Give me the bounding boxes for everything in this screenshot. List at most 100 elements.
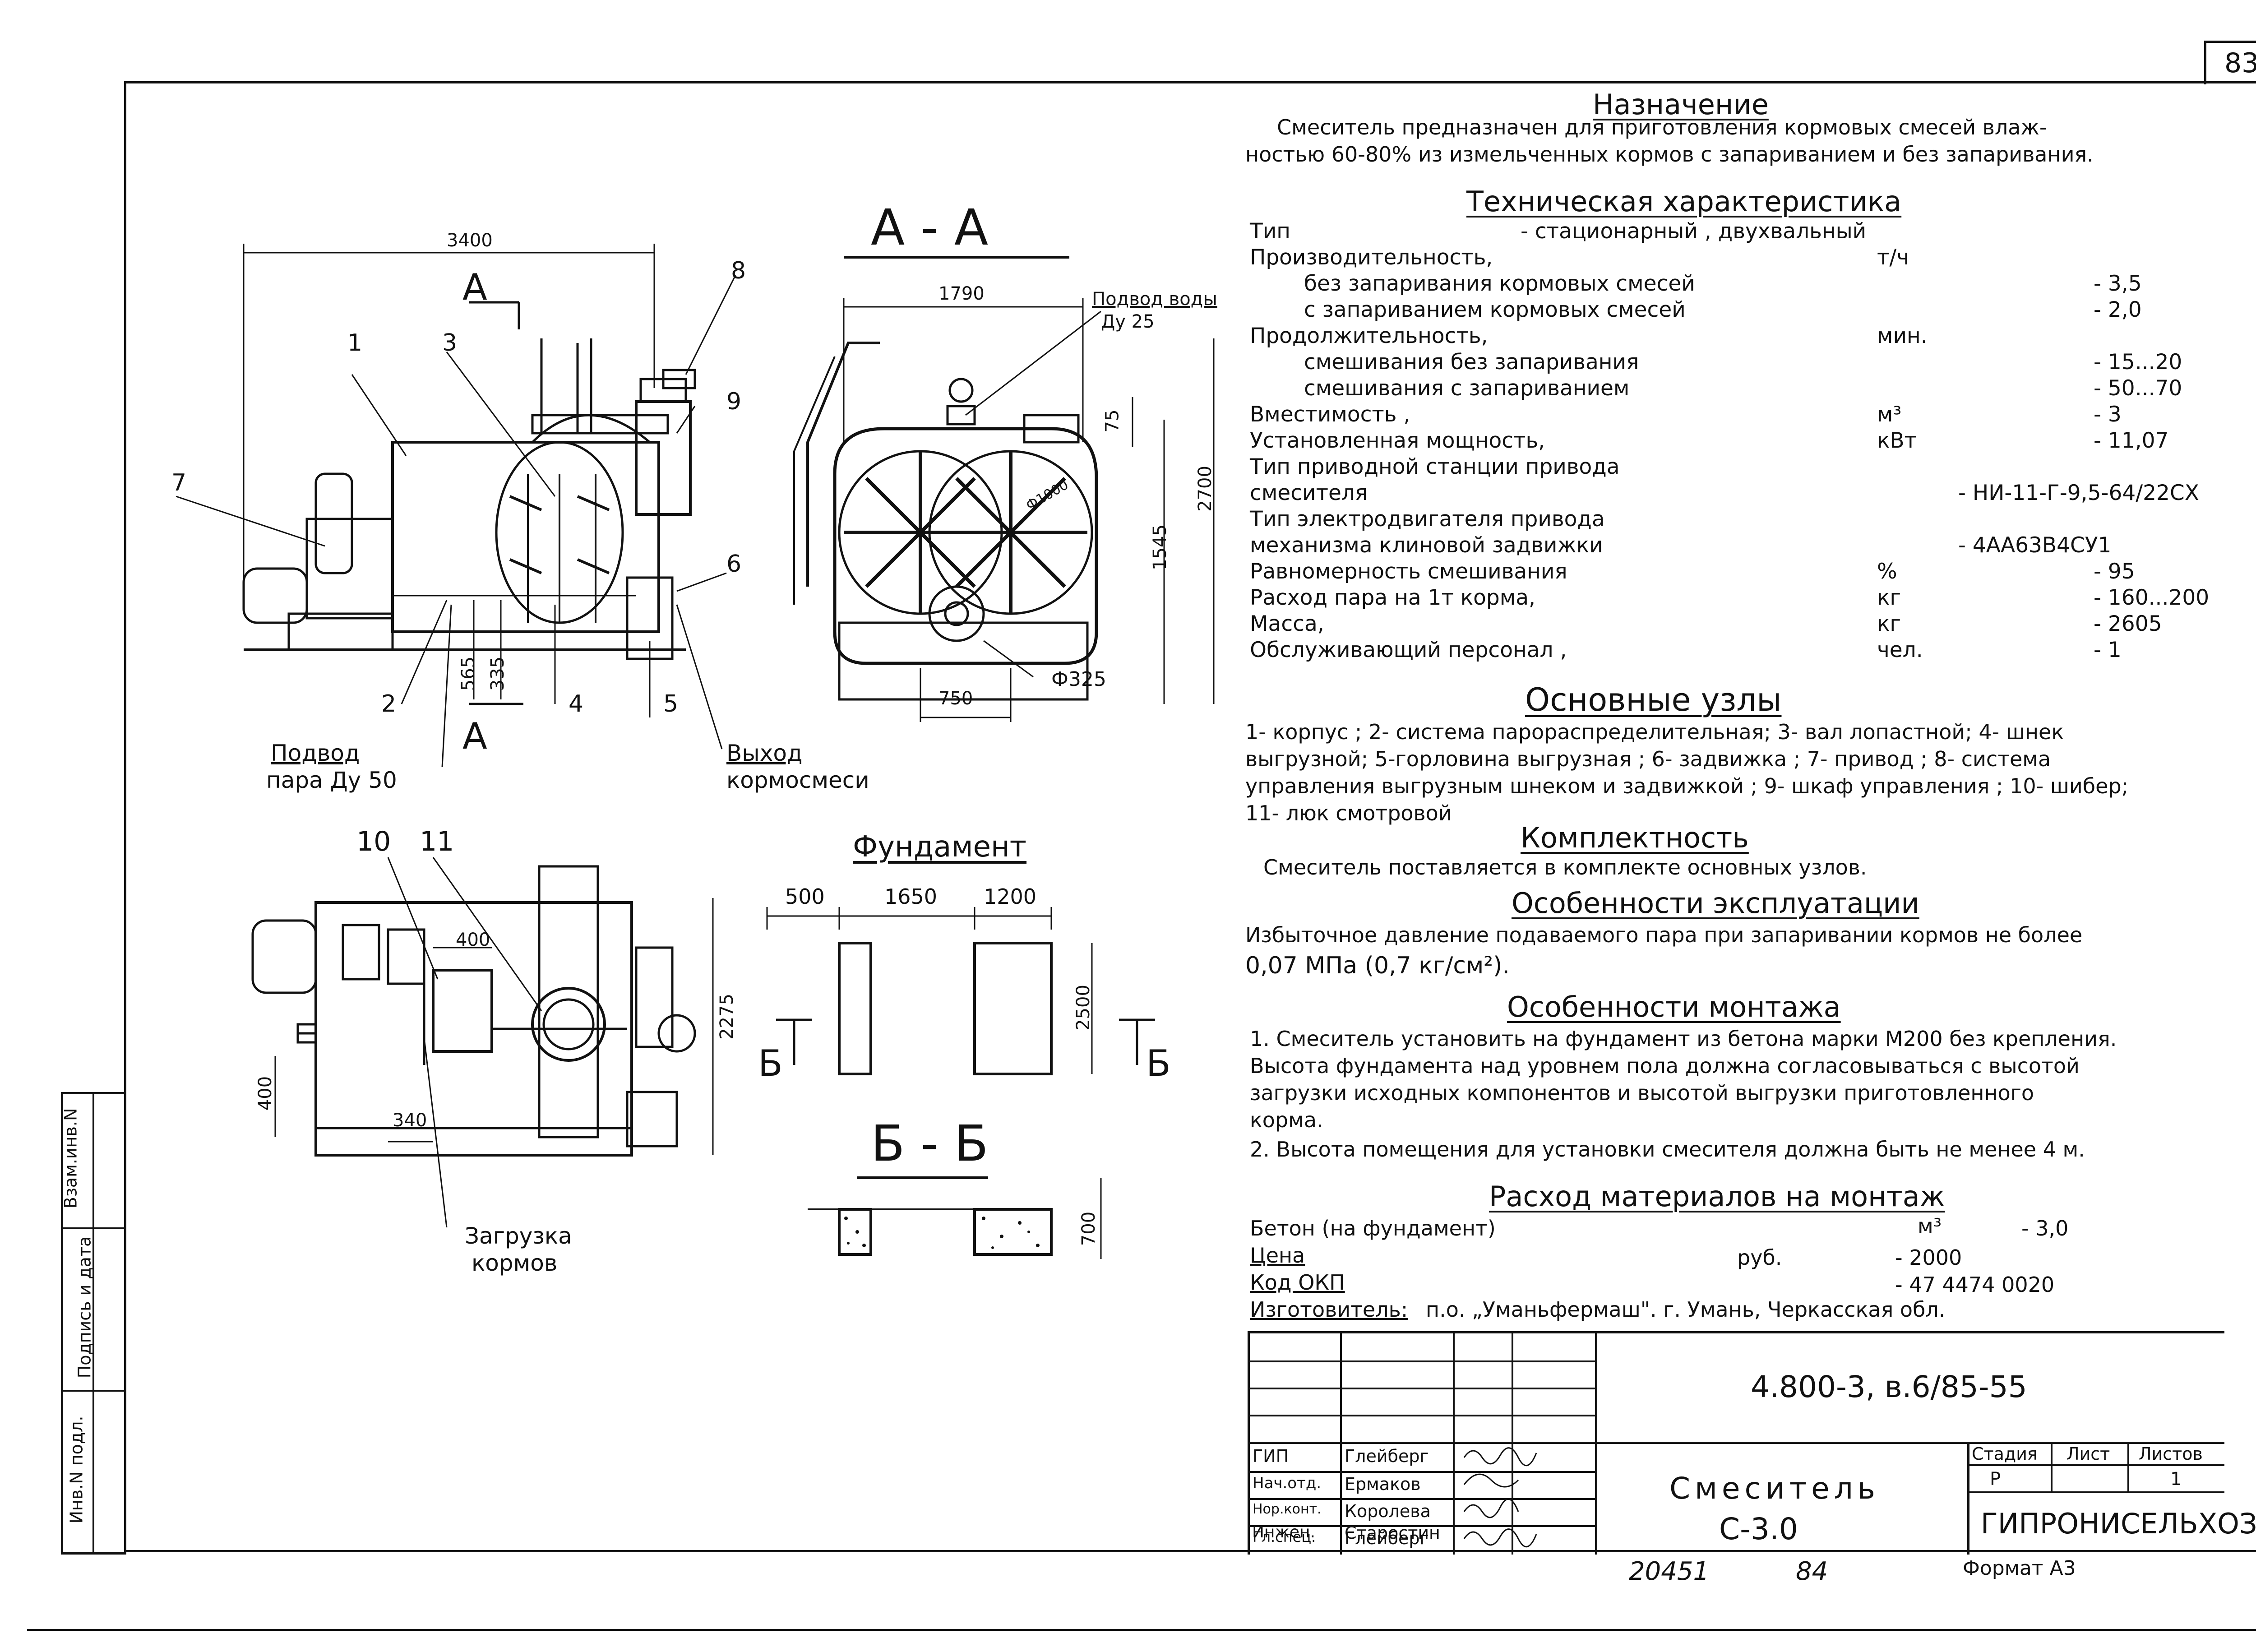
mark-b-right: Б [1146, 1042, 1171, 1084]
person-name: Старостин [1345, 1523, 1440, 1543]
person-role: Нач.отд. [1253, 1474, 1322, 1492]
stamp-grid-v4 [1595, 1333, 1597, 1555]
tech-row-unit: м³ [1877, 402, 1902, 427]
callout-4: 4 [569, 690, 584, 717]
frame-bottom [124, 1550, 2256, 1552]
tech-row-label: Расход пара на 1т корма, [1250, 585, 1535, 610]
tech-row-label: Равномерность смешивания [1250, 559, 1567, 584]
side-strip-cell-divider-2 [63, 1390, 126, 1392]
dim-325: Ф325 [1051, 668, 1106, 691]
load-label-1: Загрузка [465, 1223, 572, 1249]
person-name: Ермаков [1345, 1474, 1421, 1494]
operation-line-1: Избыточное давление подаваемого пара при… [1245, 923, 2083, 947]
callout-2: 2 [381, 690, 397, 717]
mark-a-top: А [462, 266, 487, 308]
tech-row-label: Обслуживающий персонал , [1250, 638, 1567, 662]
materials-okp-value: - 47 4474 0020 [1895, 1273, 2055, 1297]
materials-maker-label: Изготовитель: [1250, 1297, 1408, 1322]
water-label-1: Подвод воды [1092, 289, 1217, 310]
mounting-line: корма. [1250, 1108, 1323, 1132]
materials-concrete-unit: м³ [1918, 1214, 1942, 1238]
materials-price-unit: руб. [1737, 1245, 1782, 1270]
mark-b-left: Б [758, 1042, 783, 1084]
tech-row-value: - стационарный , двухвальный [1521, 219, 1867, 244]
product-model: С-3.0 [1719, 1512, 1798, 1546]
dim-400-plan: 400 [456, 930, 490, 950]
dim-565: 565 [458, 656, 479, 691]
callout-9: 9 [726, 388, 742, 415]
materials-maker-value: п.о. „Уманьфермаш". г. Умань, Черкасская… [1426, 1297, 1946, 1322]
footer-num-2: 84 [1796, 1557, 1828, 1586]
tech-row-label: смесителя [1250, 481, 1368, 505]
tech-row-unit: % [1877, 559, 1897, 584]
dim-1200: 1200 [984, 884, 1037, 909]
tech-row-value: - 15...20 [2094, 350, 2182, 375]
tech-row-value: - 4АА63В4СУ1 [1958, 533, 2112, 558]
dim-340: 340 [393, 1110, 427, 1131]
tech-row-value: - 2,0 [2094, 297, 2142, 322]
page-number-box: 83 [2204, 41, 2256, 84]
person-role: Гл.спец. [1253, 1528, 1316, 1546]
stamp-stage-value: Р [1990, 1469, 2001, 1490]
side-strip-cell-divider-1 [63, 1227, 126, 1229]
stamp-sheets-label: Листов [2139, 1444, 2203, 1464]
callout-8: 8 [731, 257, 746, 284]
dim-500: 500 [785, 884, 825, 909]
dim-2500: 2500 [1073, 985, 1094, 1031]
foundation-drawing [766, 907, 1155, 1259]
product-name: Смеситель [1669, 1471, 1880, 1506]
callout-3: 3 [442, 329, 458, 356]
mounting-title: Особенности монтажа [1507, 990, 1841, 1023]
stamp-grid-h [1250, 1471, 1595, 1473]
tech-row-unit: кг [1877, 611, 1901, 636]
tech-row-unit: кВт [1877, 428, 1917, 453]
plan-view-drawing [251, 857, 714, 1228]
callout-6: 6 [726, 551, 742, 578]
purpose-line-1: Смеситель предназначен для приготовления… [1277, 115, 2047, 139]
stamp-grid-h [1250, 1415, 1595, 1416]
steam-label-1: Подвод [271, 740, 360, 766]
stamp-grid-h [1250, 1525, 1595, 1527]
units-line: 11- люк смотровой [1245, 801, 1452, 825]
completeness-text: Смеситель поставляется в комплекте основ… [1263, 855, 1867, 879]
dim-2700: 2700 [1194, 466, 1216, 512]
units-line: управления выгрузным шнеком и задвижкой … [1245, 774, 2129, 798]
mounting-line: Высота фундамента над уровнем пола должн… [1250, 1054, 2080, 1078]
mark-a-bottom: А [462, 715, 487, 757]
mounting-line: загрузки исходных компонентов и высотой … [1250, 1081, 2034, 1105]
tech-row-label: смешивания без запаривания [1304, 350, 1639, 375]
section-aa-title: А - А [871, 199, 989, 256]
dim-1790: 1790 [938, 283, 985, 304]
side-strip: Взам.инв.N Подпись и дата Инв.N подл. [60, 1092, 126, 1555]
page-number: 83 [2224, 47, 2256, 79]
dim-2275: 2275 [716, 994, 737, 1040]
person-role: Инжен. [1252, 1523, 1316, 1541]
units-line: 1- корпус ; 2- система парораспределител… [1245, 720, 2064, 744]
tech-row-unit: мин. [1877, 324, 1928, 348]
tech-row-label: Тип приводной станции привода [1250, 454, 1620, 479]
stamp-stage-label: Стадия [1972, 1444, 2038, 1464]
person-role: Нор.конт. [1253, 1501, 1322, 1517]
dim-1650: 1650 [884, 884, 938, 909]
operation-title: Особенности эксплуатации [1512, 887, 1919, 920]
tech-row-value: - 3 [2094, 402, 2122, 427]
stamp-right-divider [1967, 1442, 1969, 1555]
side-view-drawing [176, 244, 736, 768]
tech-row-label: смешивания с запариванием [1304, 376, 1630, 401]
callout-5: 5 [663, 690, 679, 717]
trim-line [27, 1629, 2256, 1631]
person-name: Глейберг [1345, 1446, 1429, 1466]
org-name: ГИПРОНИСЕЛЬХОЗ [1981, 1507, 2256, 1540]
dim-335: 335 [487, 656, 509, 691]
title-block: 4.800-3, в.6/85-55 Смеситель С-3.0 Стади… [1248, 1331, 2256, 1555]
tech-row-value: - 11,07 [2094, 428, 2169, 453]
stamp-grid-h [1250, 1442, 2224, 1444]
units-title: Основные узлы [1525, 681, 1782, 718]
frame-top [124, 81, 2256, 83]
purpose-title: Назначение [1593, 88, 1769, 121]
tech-row-value: - 1 [2094, 638, 2122, 662]
dim-1545: 1545 [1149, 524, 1170, 570]
exit-label-2: кормосмеси [726, 767, 869, 793]
person-name: Глейберг [1345, 1528, 1429, 1548]
